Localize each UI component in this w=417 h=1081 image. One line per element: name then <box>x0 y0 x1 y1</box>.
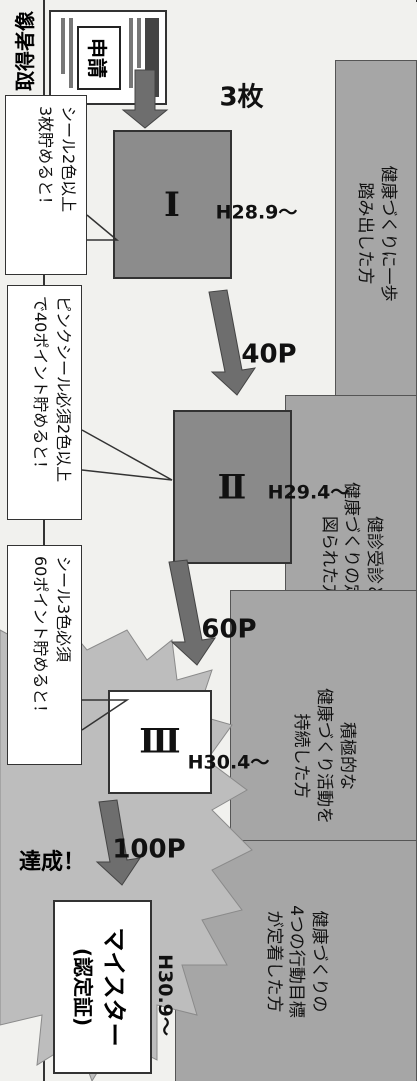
arrow-to-level-1 <box>121 69 169 129</box>
arrow-to-meister <box>95 799 142 886</box>
arrow-to-level-3 <box>168 559 217 666</box>
arrow-to-level-2 <box>208 289 257 396</box>
